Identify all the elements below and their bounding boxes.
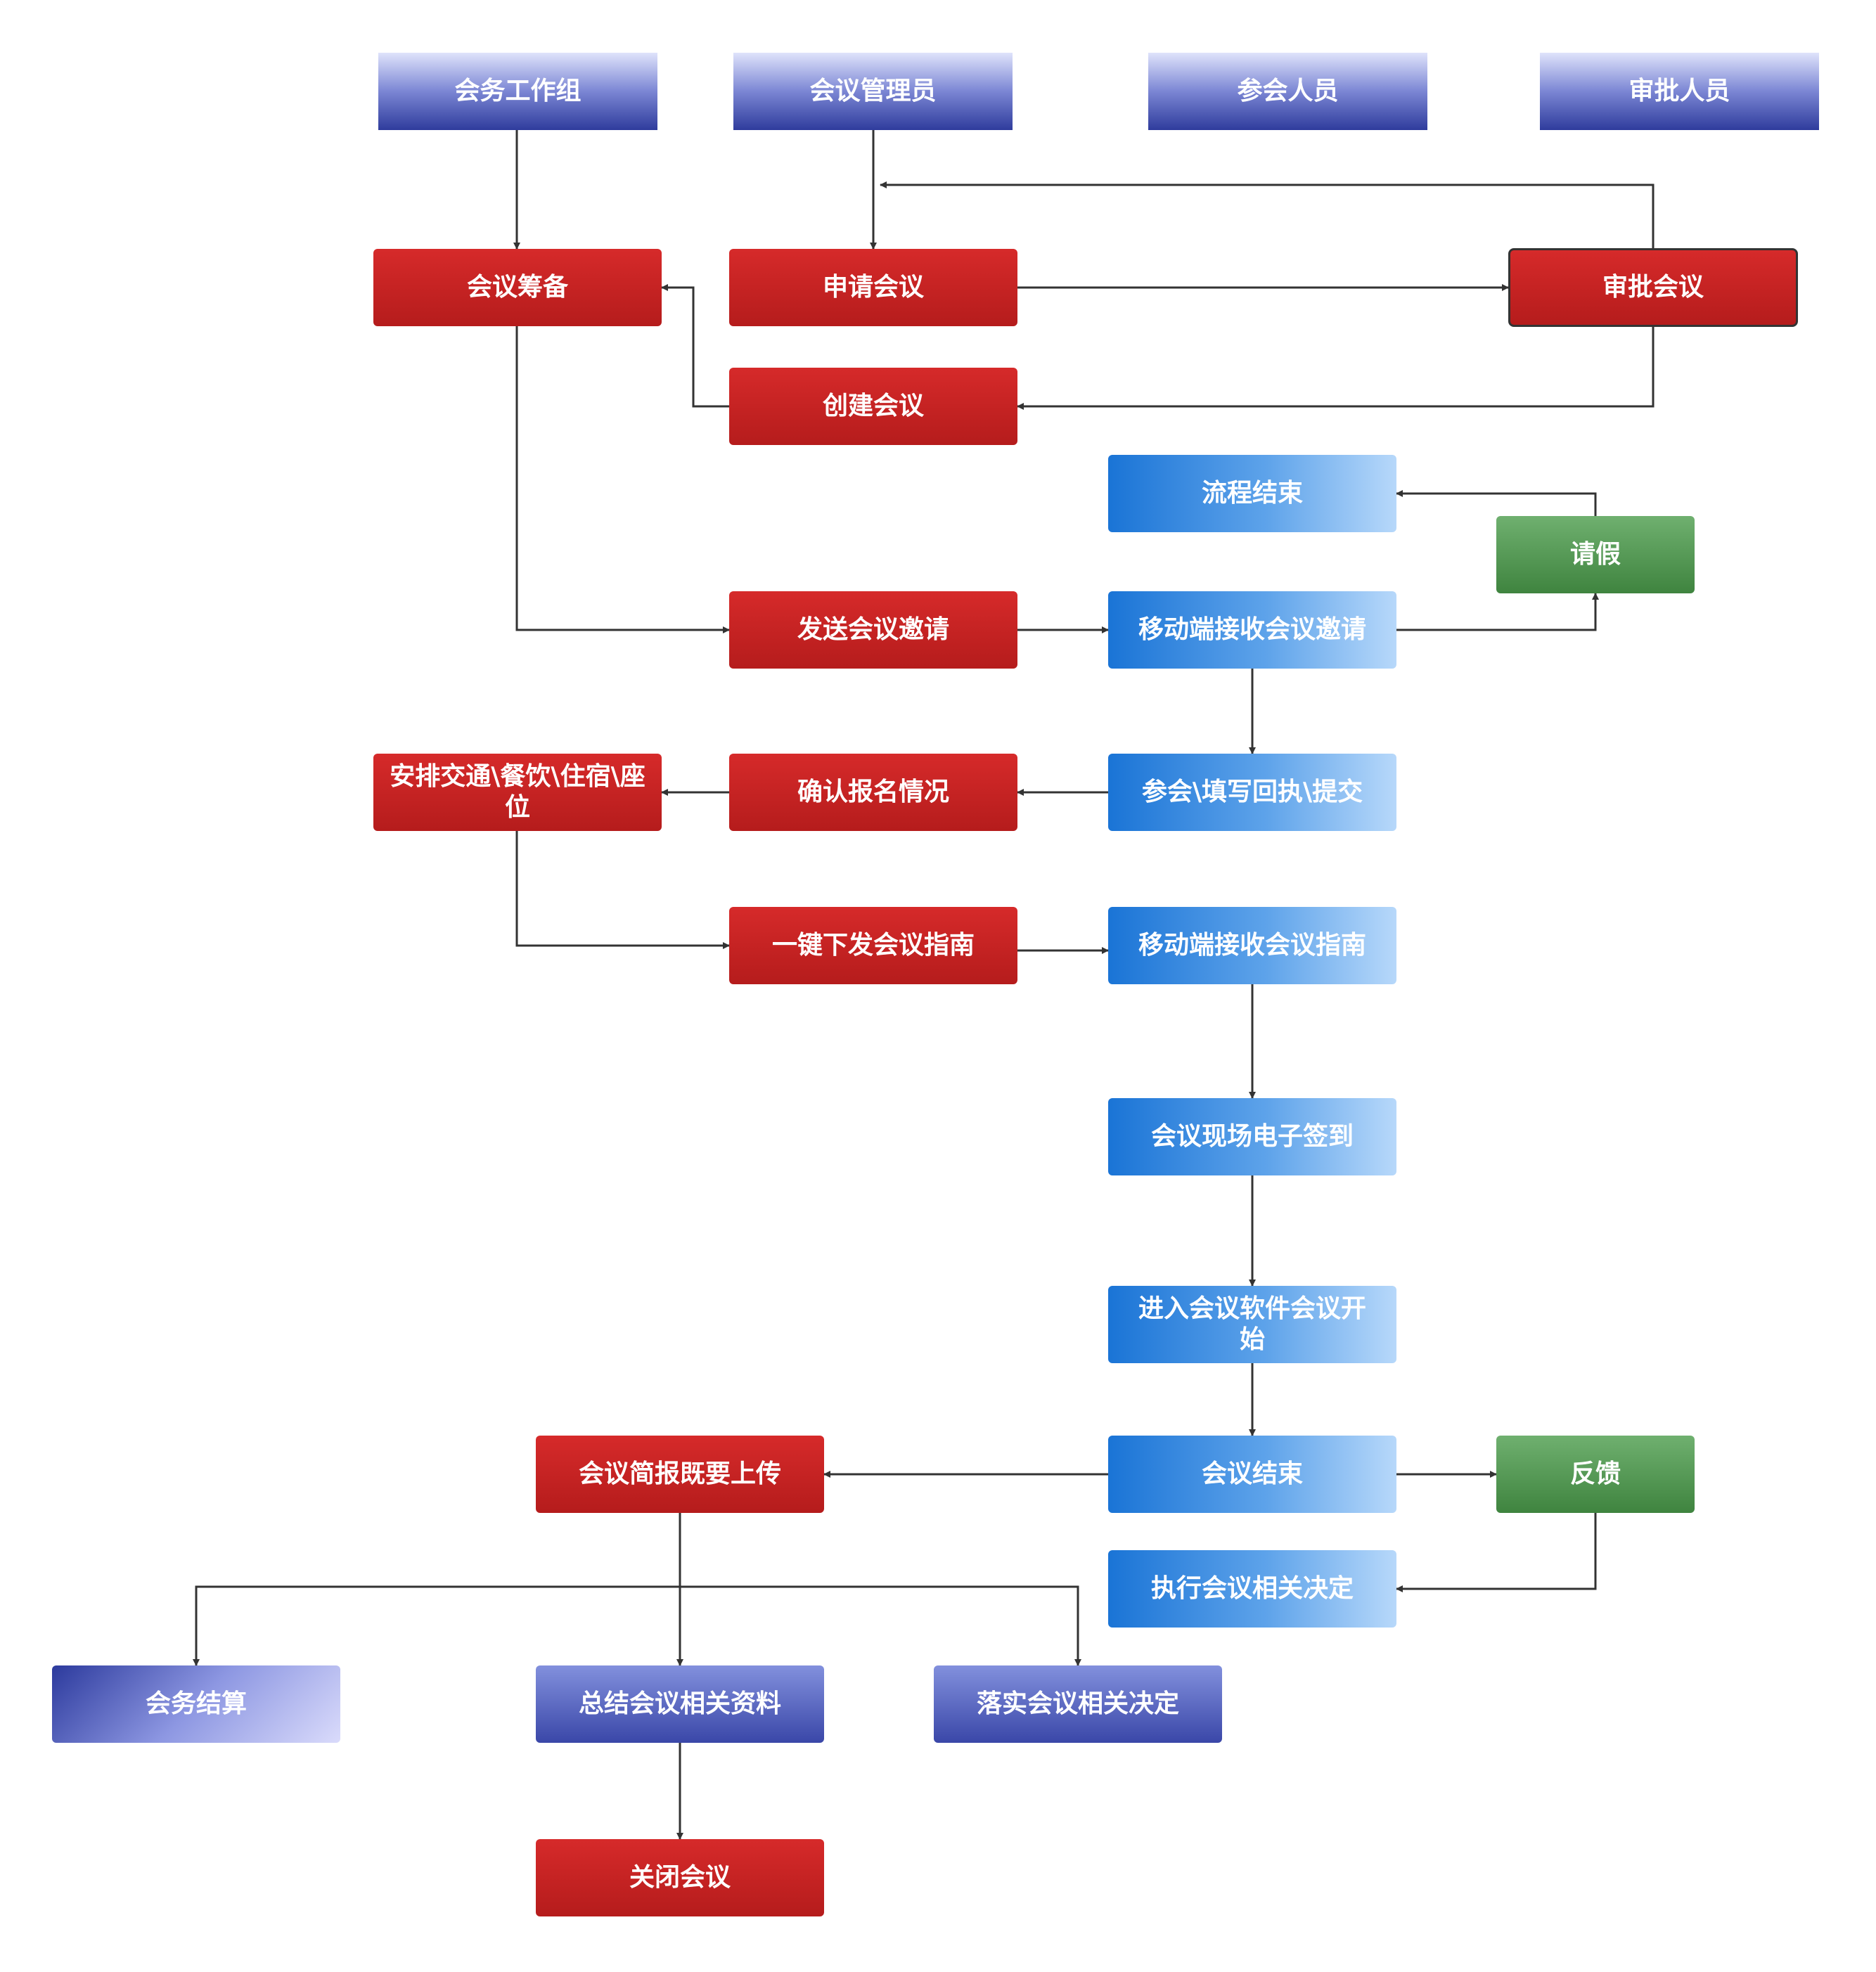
node-mobile-receive-guide: 移动端接收会议指南 — [1108, 907, 1396, 984]
node-send-guide: 一键下发会议指南 — [729, 907, 1017, 984]
edge-approve-to-create — [1017, 327, 1655, 410]
lane-header-approvers: 审批人员 — [1540, 53, 1819, 130]
node-approve-meeting: 审批会议 — [1508, 248, 1798, 327]
node-upload-brief: 会议简报既要上传 — [536, 1436, 824, 1513]
node-summarize-materials: 总结会议相关资料 — [536, 1665, 824, 1743]
edge-mobile-to-leave — [1396, 593, 1599, 631]
node-onsite-checkin: 会议现场电子签到 — [1108, 1098, 1396, 1175]
node-execute-decisions: 执行会议相关决定 — [1108, 1550, 1396, 1628]
node-meeting-prepare: 会议筹备 — [373, 249, 662, 326]
lane-header-meeting-affairs: 会务工作组 — [378, 53, 657, 130]
lane-header-meeting-admin: 会议管理员 — [733, 53, 1013, 130]
edge-prepare-to-invite — [515, 326, 730, 633]
node-settlement: 会务结算 — [52, 1665, 340, 1743]
node-meeting-end: 会议结束 — [1108, 1436, 1396, 1513]
node-create-meeting: 创建会议 — [729, 368, 1017, 445]
node-meeting-start: 进入会议软件会议开始 — [1108, 1286, 1396, 1363]
edge-brief-to-implement — [680, 1585, 1081, 1666]
node-implement-decisions: 落实会议相关决定 — [934, 1665, 1222, 1743]
edge-create-to-prepare — [661, 284, 729, 408]
node-confirm-registration: 确认报名情况 — [729, 754, 1017, 831]
edge-leave-to-flowend — [1396, 490, 1597, 516]
node-apply-meeting: 申请会议 — [729, 249, 1017, 326]
node-arrange-logistics: 安排交通\餐饮\住宿\座位 — [373, 754, 662, 831]
node-leave-request: 请假 — [1496, 516, 1695, 593]
edge-arrange-to-guide — [515, 831, 730, 949]
lane-header-attendees: 参会人员 — [1148, 53, 1427, 130]
node-flow-end: 流程结束 — [1108, 455, 1396, 532]
node-feedback: 反馈 — [1496, 1436, 1695, 1513]
edge-approve-back-to-admin — [880, 181, 1655, 248]
edge-brief-to-settle — [193, 1585, 680, 1666]
edge-feedback-to-execute — [1396, 1513, 1597, 1592]
node-attend-reply-submit: 参会\填写回执\提交 — [1108, 754, 1396, 831]
node-mobile-receive-invitation: 移动端接收会议邀请 — [1108, 591, 1396, 669]
node-close-meeting: 关闭会议 — [536, 1839, 824, 1916]
node-send-invitation: 发送会议邀请 — [729, 591, 1017, 669]
